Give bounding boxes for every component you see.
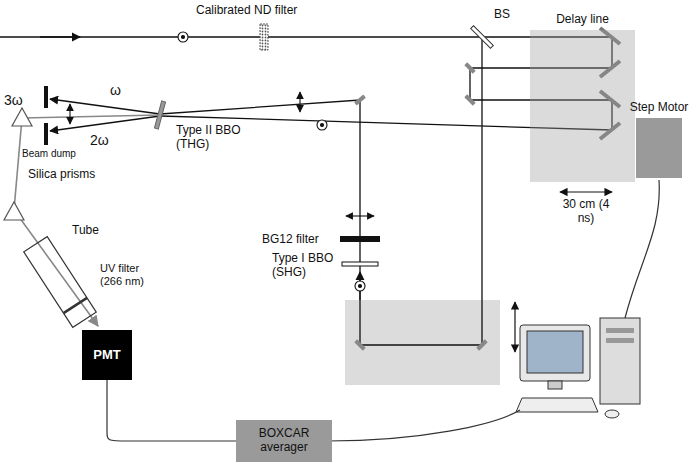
- node-label: BOXCAR averager: [236, 423, 332, 459]
- node-label: PMT: [87, 344, 126, 367]
- third-harmonic-beam: [22, 115, 160, 118]
- beam-label: 3ω: [4, 92, 23, 108]
- boxcar-box: BOXCAR averager: [236, 420, 332, 462]
- tube: [24, 237, 97, 328]
- travel-arrow: [560, 191, 612, 192]
- delay-stage: [345, 300, 500, 385]
- mirror: [354, 62, 488, 350]
- signal-cable: [107, 380, 236, 441]
- beam-label: ω: [110, 82, 121, 98]
- dimension-label: 30 cm (4 ns): [558, 198, 614, 226]
- component-label: Type I BBO (SHG): [272, 252, 338, 280]
- prism: [4, 202, 24, 220]
- omega-out: [50, 99, 160, 114]
- node-heading: Step Motor: [630, 100, 689, 114]
- component-label: BS: [494, 8, 510, 22]
- beam-path: [0, 37, 612, 130]
- component-label: Tube: [72, 224, 99, 238]
- bbo-crystal: [154, 101, 165, 129]
- prism: [12, 108, 32, 126]
- beam-arrow: [40, 36, 80, 37]
- two-omega-out: [50, 116, 160, 131]
- beam-dump: [44, 86, 48, 108]
- third-harmonic-beam: [14, 118, 22, 210]
- node-heading: Delay line: [556, 12, 609, 26]
- cable: [328, 410, 520, 441]
- delay-line-stage: Delay line: [530, 30, 635, 182]
- beam-label: 2ω: [90, 132, 109, 148]
- step-motor: Step Motor: [636, 118, 682, 178]
- polarization-mark: [70, 32, 374, 291]
- cable: [625, 180, 659, 318]
- bg12-filter: [340, 236, 380, 242]
- travel-arrow: [514, 302, 515, 352]
- beam-dump: [44, 123, 48, 145]
- component-label: BG12 filter: [262, 233, 319, 247]
- component-label: Beam dump: [22, 148, 76, 160]
- nd-filter: [260, 24, 268, 50]
- shg-beam: [160, 37, 482, 345]
- bbo-crystal: [342, 262, 378, 266]
- component-label: Type II BBO (THG): [176, 124, 252, 152]
- component-label: UV filter (266 nm): [100, 262, 162, 287]
- component-label: Calibrated ND filter: [196, 4, 297, 18]
- component-label: Silica prisms: [28, 168, 95, 182]
- third-harmonic-beam: [14, 210, 98, 326]
- beam-arrow: [359, 272, 360, 300]
- beam-splitter: [471, 26, 494, 49]
- pmt-detector: PMT: [82, 330, 132, 380]
- computer-icon: [516, 318, 640, 418]
